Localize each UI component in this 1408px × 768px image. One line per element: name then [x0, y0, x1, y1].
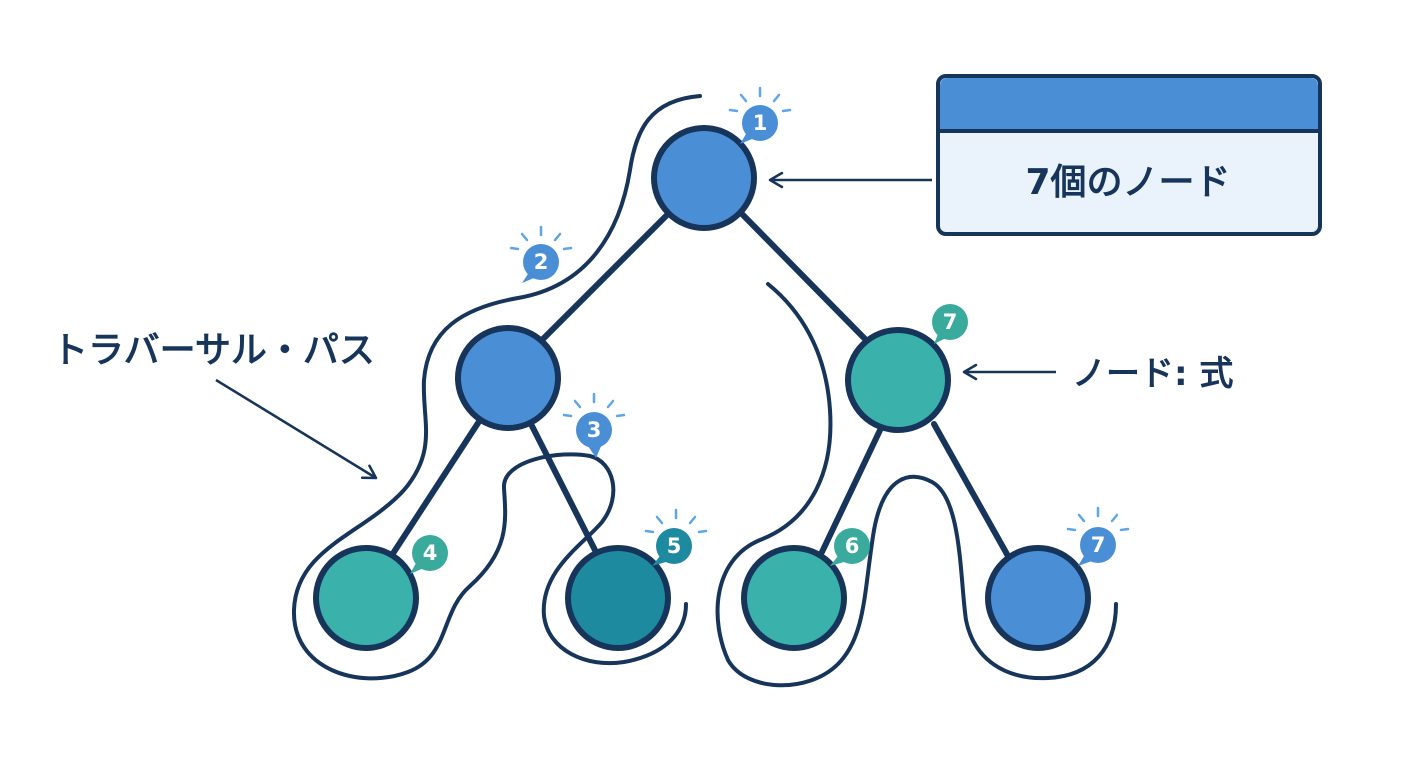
order-badge-3: 3	[562, 392, 626, 458]
order-badge-6: 6	[830, 528, 870, 566]
legend-box-label: 7個のノード	[1025, 162, 1230, 203]
tree-nodes	[313, 125, 1091, 651]
node-right	[845, 327, 951, 433]
legend-box-header	[940, 78, 1318, 130]
traversal-path	[291, 94, 1118, 688]
badges: 1 2 3	[410, 86, 1130, 574]
order-badge-5: 5	[644, 508, 708, 566]
order-badge-1: 1	[728, 86, 792, 144]
order-badge-7-leaf: 7	[1066, 506, 1130, 566]
order-badge-7-right: 7	[932, 304, 968, 344]
sparkle-icon	[562, 392, 626, 418]
edge-right-rr	[931, 421, 1011, 559]
order-badge-4: 4	[410, 535, 448, 574]
badge-number-7a: 7	[943, 310, 958, 334]
order-badge-2: 2	[509, 225, 573, 283]
traversal-path-arrow	[215, 378, 378, 480]
node-rl	[741, 545, 847, 651]
legend-box: 7個のノード	[936, 74, 1322, 236]
sparkle-icon	[1066, 506, 1130, 532]
node-lr	[565, 545, 671, 651]
node-rr	[985, 545, 1091, 651]
node-root	[651, 125, 757, 231]
traversal-path-left	[291, 94, 702, 681]
edge-root-left	[539, 211, 671, 343]
traversal-path-label: トラバーサル・パス	[52, 330, 375, 371]
badge-number-7b: 7	[1091, 533, 1106, 557]
sparkle-icon	[728, 86, 792, 113]
badge-number-6: 6	[845, 534, 860, 558]
badge-number-5: 5	[667, 534, 682, 558]
badge-number-1: 1	[753, 111, 768, 135]
badge-number-2: 2	[534, 250, 549, 274]
edge-right-rl	[819, 423, 885, 555]
badge-number-3: 3	[587, 418, 602, 442]
badge-number-4: 4	[423, 541, 438, 565]
node-ll	[313, 545, 419, 651]
sparkle-icon	[644, 508, 708, 534]
traversal-path-right	[715, 282, 1118, 688]
node-formula-label: ノード: 式	[1072, 354, 1233, 394]
edge-left-lr	[529, 423, 601, 559]
edge-root-right	[739, 211, 871, 345]
edge-left-ll	[387, 417, 483, 561]
tree-edges	[387, 211, 1011, 561]
sparkle-icon	[509, 225, 573, 251]
node-left	[455, 325, 561, 431]
